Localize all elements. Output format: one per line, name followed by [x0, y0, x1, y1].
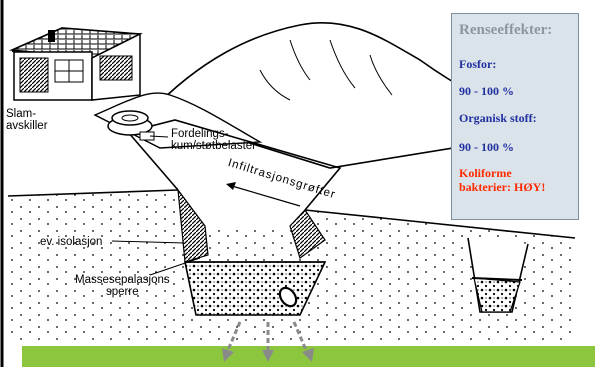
house-illustration — [8, 27, 143, 101]
seepage-arrow-icon — [226, 321, 308, 352]
leader-isolasjon — [111, 240, 186, 244]
organisk-label: Organisk stoff: — [459, 111, 537, 125]
cleaning-effects-panel: Renseeffekter: Fosfor: 90 - 100 % Organi… — [451, 13, 579, 220]
label-slam-line1: Slam- — [6, 108, 37, 120]
infiltration-arrowhead — [226, 182, 236, 190]
koliforme-line1: Koliforme — [459, 166, 512, 180]
hill-shading — [259, 39, 393, 101]
right-trench-top — [471, 277, 523, 281]
label-fordeling-line2: kum/støtbelaster — [171, 140, 256, 152]
trench-wall — [184, 261, 327, 316]
label-fordeling: Fordelings- kum/støtbelaster — [171, 128, 256, 152]
label-slam: Slam- avskiller — [6, 108, 48, 132]
drain-pipe-icon — [278, 286, 298, 308]
label-slam-line2: avskiller — [6, 120, 48, 132]
leader-masse — [149, 257, 201, 276]
label-masse: Massesepalasjons sperre — [75, 274, 170, 298]
infiltration-arrow — [231, 185, 301, 207]
label-isolasjon: ev. isolasjon — [40, 236, 103, 248]
koliforme-line2: bakterier: HØY! — [459, 180, 546, 194]
trench-hatching — [177, 187, 326, 263]
label-fordeling-line1: Fordelings- — [171, 128, 229, 140]
right-trench-gravel — [473, 277, 521, 313]
fosfor-value: 90 - 100 % — [459, 84, 514, 98]
fosfor-label: Fosfor: — [459, 57, 497, 71]
label-masse-line2: sperre — [106, 286, 139, 298]
organisk-value: 90 - 100 % — [459, 140, 514, 154]
leader-fordeling — [149, 135, 169, 138]
septic-tank-icon — [107, 110, 153, 136]
label-masse-line1: Massesepalasjons — [75, 274, 170, 286]
ground-surface-line — [7, 131, 576, 239]
panel-title: Renseeffekter: — [459, 22, 553, 38]
seepage-arrowheads — [222, 348, 314, 362]
